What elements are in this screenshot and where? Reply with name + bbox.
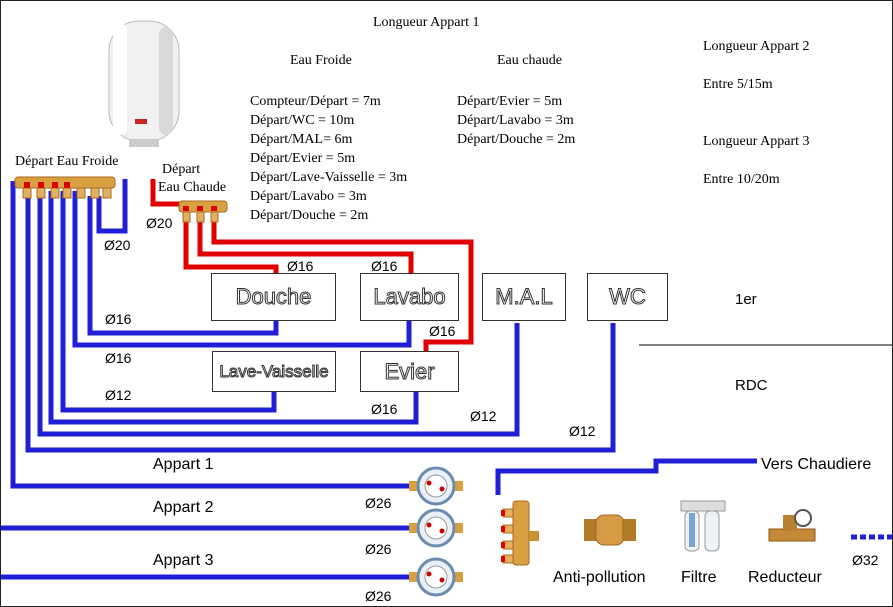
room-douche: Douche bbox=[211, 273, 336, 321]
cold-manifold bbox=[14, 176, 116, 199]
floor-label-rdc: RDC bbox=[735, 377, 768, 394]
hot-pipe-ballon bbox=[150, 179, 181, 207]
cold-pipes bbox=[1, 179, 892, 580]
diameter-label: Ø20 bbox=[104, 237, 131, 253]
room-lave-vaisselle: Lave-Vaisselle bbox=[212, 351, 336, 392]
label-depart-chaude-2: Eau Chaude bbox=[158, 180, 227, 195]
hot-pipe-lavabo bbox=[197, 221, 414, 273]
cold-length-item: Départ/Douche = 2m bbox=[250, 208, 369, 223]
cold-length-item: Départ/MAL= 6m bbox=[250, 132, 353, 147]
diameter-label: Ø16 bbox=[105, 311, 132, 327]
label-depart-chaude-1: Départ bbox=[162, 162, 201, 177]
appart-label: Appart 3 bbox=[153, 552, 214, 569]
hot-pipes bbox=[150, 179, 474, 351]
diameter-label: Ø12 bbox=[470, 408, 497, 424]
cold-pipe-douche bbox=[87, 196, 279, 336]
cold-pipe-mal bbox=[37, 191, 520, 437]
diameter-label: Ø26 bbox=[365, 541, 392, 557]
appart-label: Appart 2 bbox=[153, 499, 214, 516]
room-evier: Evier bbox=[360, 351, 459, 392]
range-appart3: Entre 10/20m bbox=[703, 172, 780, 187]
diameter-label: Ø16 bbox=[287, 258, 314, 274]
cold-pipe-evier bbox=[48, 191, 419, 425]
diameter-label: Ø20 bbox=[146, 215, 173, 231]
hot-length-item: Départ/Douche = 2m bbox=[457, 132, 576, 147]
hot-heading: Eau chaude bbox=[497, 53, 562, 68]
cold-pipe-ballon bbox=[96, 179, 128, 234]
floor-label-1er: 1er bbox=[735, 291, 757, 308]
diameter-label: Ø16 bbox=[429, 323, 456, 339]
hot-length-item: Départ/Evier = 5m bbox=[457, 94, 563, 109]
diameter-label: Ø26 bbox=[365, 495, 392, 511]
title-appart3: Longueur Appart 3 bbox=[703, 134, 810, 149]
water-heater bbox=[108, 20, 180, 147]
hot-pipe-evier bbox=[211, 221, 474, 351]
cold-pipe-wc bbox=[25, 181, 616, 453]
range-appart2: Entre 5/15m bbox=[703, 77, 773, 92]
diameter-label: Ø16 bbox=[371, 258, 398, 274]
general-manifold bbox=[501, 500, 539, 566]
label-reducteur: Reducteur bbox=[748, 569, 822, 586]
diameter-label: Ø26 bbox=[365, 588, 392, 604]
cold-length-item: Compteur/Départ = 7m bbox=[250, 94, 381, 109]
diameter-label: Ø12 bbox=[105, 387, 132, 403]
cold-length-item: Départ/WC = 10m bbox=[250, 113, 355, 128]
anti-pollution-valve bbox=[584, 514, 636, 546]
room-wc: WC bbox=[587, 273, 668, 321]
cold-lengths-list: Compteur/Départ = 7m Départ/WC = 10m Dép… bbox=[250, 92, 407, 225]
diameter-label: Ø12 bbox=[569, 423, 596, 439]
hot-manifold bbox=[178, 200, 228, 223]
cold-length-item: Départ/Evier = 5m bbox=[250, 151, 356, 166]
diameter-label: Ø16 bbox=[105, 350, 132, 366]
water-meter-appart2 bbox=[409, 508, 463, 548]
cold-length-item: Départ/Lave-Vaisselle = 3m bbox=[250, 170, 408, 185]
filter-unit bbox=[680, 500, 726, 552]
cold-main-appart1 bbox=[10, 181, 411, 489]
cold-pipe-lave-vaisselle bbox=[60, 191, 277, 413]
label-vers-chaudiere: Vers Chaudiere bbox=[761, 456, 872, 473]
label-depart-eau-froide: Départ Eau Froide bbox=[15, 154, 119, 169]
hot-length-item: Départ/Lavabo = 3m bbox=[457, 113, 574, 128]
water-meter-appart3 bbox=[409, 557, 463, 597]
appart-label: Appart 1 bbox=[153, 456, 214, 473]
room-mal: M.A.L bbox=[482, 273, 566, 321]
hot-lengths-list: Départ/Evier = 5m Départ/Lavabo = 3m Dép… bbox=[457, 92, 575, 149]
water-meter-appart1 bbox=[409, 466, 463, 506]
label-anti-pollution: Anti-pollution bbox=[553, 569, 646, 586]
label-filtre: Filtre bbox=[681, 569, 717, 586]
hot-pipe-douche bbox=[183, 221, 279, 273]
cold-length-item: Départ/Lavabo = 3m bbox=[250, 189, 367, 204]
diameter-label: Ø32 bbox=[852, 552, 879, 568]
room-lavabo: Lavabo bbox=[360, 273, 459, 321]
title-appart1: Longueur Appart 1 bbox=[373, 15, 480, 30]
diameter-label: Ø16 bbox=[371, 401, 398, 417]
pressure-reducer bbox=[768, 509, 816, 542]
cold-heading: Eau Froide bbox=[290, 53, 352, 68]
cold-pipe-lavabo bbox=[72, 191, 412, 348]
cold-pipe-chaudiere bbox=[495, 458, 757, 495]
title-appart2: Longueur Appart 2 bbox=[703, 39, 810, 54]
